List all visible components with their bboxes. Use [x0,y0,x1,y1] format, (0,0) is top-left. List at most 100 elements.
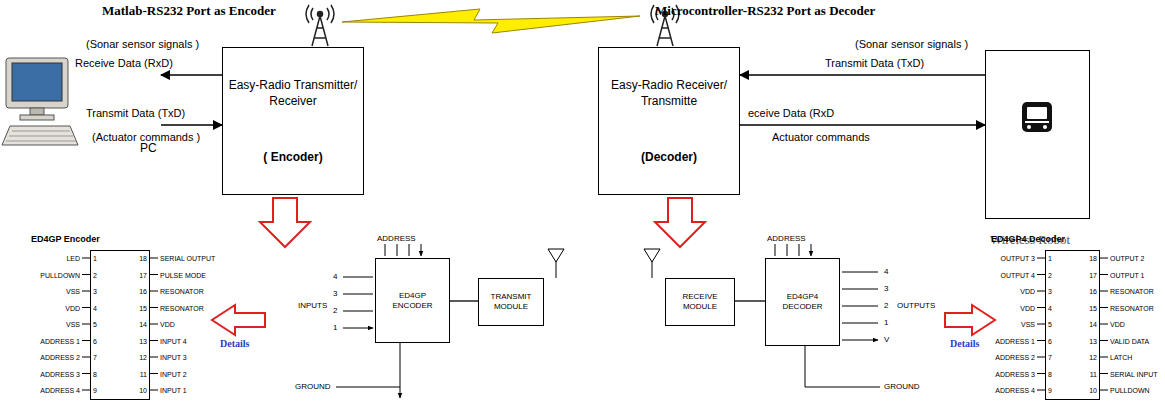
node-text: ED4GP4 DECODER [769,292,836,312]
pin-number: 2 [1048,271,1052,278]
pin-name: INPUT 3 [160,354,187,361]
pin-name: ADDRESS 2 [995,354,1035,361]
connector-arrow [735,300,765,301]
node-text: ( Encoder) [263,150,322,164]
pin-number: 3 [333,289,337,298]
node-text: Easy-Radio Receiver/ Transmitte [603,78,735,109]
signal-label: eceive Data (RxD [748,107,834,119]
pin-number: V [884,335,889,344]
details-label: Details [220,338,249,349]
pin-name: VDD [1020,288,1035,295]
pin-number: 10 [1089,387,1097,394]
pin-name: SERIAL OUTPUT [160,255,215,262]
pin-name: VDD [160,321,175,328]
signal-note: (Sonar sensor signals ) [855,38,968,50]
pin-name: OUTPUT 1 [1110,271,1145,278]
pin-number: 3 [1048,288,1052,295]
details-label: Details [950,338,979,349]
pin-number: 4 [1048,304,1052,311]
node-text: ED4GP Encoder [31,234,100,244]
pin-number: 9 [93,387,97,394]
pin-number: 17 [1089,271,1097,278]
pin-name: PULSE MODE [160,271,206,278]
connector-arrow [161,74,222,75]
pin-name: RESONATOR [1110,288,1154,295]
signal-label: Transmit Data (TxD) [825,57,924,69]
signal-label: Receive Data (RxD) [75,57,173,69]
pin-number: 12 [1089,354,1097,361]
pin-number: 9 [1048,387,1052,394]
connector-arrow [450,300,478,301]
block-box: ED4GP ENCODER [375,258,450,343]
pin-name: INPUT 4 [160,337,187,344]
connector-arrow [161,124,222,125]
node-text: TRANSMIT MODULE [482,292,540,312]
pin-number: 1 [884,318,888,327]
wireless-link [342,9,640,33]
pin-number: 8 [1048,370,1052,377]
node-text: ED4GP ENCODER [379,291,446,311]
robot-icon [1022,102,1052,132]
pin-number: 12 [139,354,147,361]
antenna [306,5,679,46]
pin-name: OUTPUT 2 [1110,255,1145,262]
signal-label: Transmit Data (TxD) [86,107,185,119]
pin-number: 17 [139,271,147,278]
pin-number: 3 [93,288,97,295]
connector-arrow [740,74,985,75]
node-text: ED4GP4 Decoder [991,234,1065,244]
radio-box: Easy-Radio Transmitter/ Receiver ( Encode… [222,47,364,195]
heading: Matlab-RS232 Port as Encoder [102,3,276,19]
pin-name: VDD [1110,321,1125,328]
pin-name: VALID DATA [1110,337,1149,344]
pin-number: 16 [1089,288,1097,295]
pin-number: 13 [139,337,147,344]
pin-name: OUTPUT 3 [1001,255,1036,262]
pin-number: 15 [1089,304,1097,311]
pin-number: 18 [1089,255,1097,262]
pin-name: ADDRESS 1 [40,337,80,344]
node-text: PC [140,141,157,155]
pin-number: 14 [139,321,147,328]
pin-group: ADDRESS [767,234,806,243]
pin-name: OUTPUT 4 [1001,271,1036,278]
heading: Microcontroller-RS232 Port as Decoder [655,3,875,19]
pin-number: 2 [884,301,888,310]
pin-name: ADDRESS 4 [995,387,1035,394]
pin-number: 11 [140,370,147,377]
signal-note: Actuator commands [772,131,870,143]
block-box: RECEIVE MODULE [665,278,735,326]
pin-number: 1 [1048,255,1052,262]
pin-number: 6 [1048,337,1052,344]
pin-name: ADDRESS 1 [995,337,1035,344]
pin-name: ADDRESS 4 [40,387,80,394]
pin-name: SERIAL INPUT [1110,370,1158,377]
pin-name: RESONATOR [160,288,204,295]
pin-name: VSS [66,321,80,328]
pin-name: VSS [66,288,80,295]
pin-name: LED [66,255,80,262]
pin-name: INPUT 1 [160,387,187,394]
radio-box: Easy-Radio Receiver/ Transmitte (Decoder) [598,47,740,195]
pin-name: VDD [1020,304,1035,311]
block-box: TRANSMIT MODULE [478,278,544,326]
pin-number: 5 [1048,321,1052,328]
pin-number: 3 [884,284,888,293]
pin-number: 6 [93,337,97,344]
robot-box: Wireless Robot [985,50,1090,219]
pc-icon [2,58,78,145]
pin-name: PULLDOWN [1110,387,1150,394]
node-text: Easy-Radio Transmitter/ Receiver [227,78,359,109]
pin-number: 8 [93,370,97,377]
node-text: (Decoder) [641,150,697,164]
ground-label: GROUND [295,382,331,391]
pin-number: 5 [93,321,97,328]
pin-name: ADDRESS 2 [40,354,80,361]
pin-number: 7 [93,354,97,361]
pin-number: 14 [1089,321,1097,328]
pin-number: 13 [1089,337,1097,344]
pin-number: 1 [333,323,337,332]
node-text: RECEIVE MODULE [669,292,731,312]
pin-name: RESONATOR [160,304,204,311]
